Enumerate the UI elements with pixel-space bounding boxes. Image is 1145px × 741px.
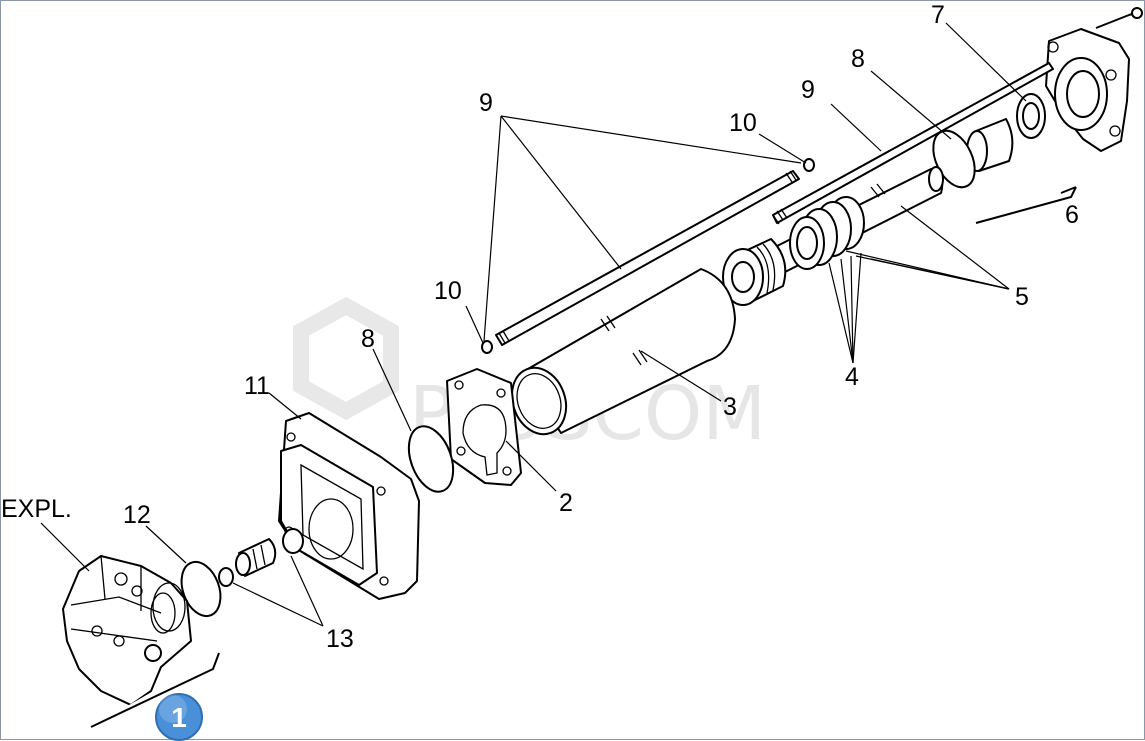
o-ring-part-8-left bbox=[407, 425, 455, 493]
tie-rod-part-9-top bbox=[495, 170, 800, 346]
plate-part-2 bbox=[446, 368, 522, 486]
bracket-expl bbox=[90, 652, 220, 728]
callout-3: 3 bbox=[723, 393, 737, 421]
bushing bbox=[966, 118, 1014, 172]
callout-13: 13 bbox=[326, 625, 354, 653]
cylinder-tube-part-3 bbox=[510, 268, 736, 436]
callout-2: 2 bbox=[559, 489, 573, 517]
bearing-ring-part-7 bbox=[1016, 93, 1046, 139]
callout-11: 11 bbox=[244, 372, 270, 400]
callout-10-top: 10 bbox=[729, 109, 757, 137]
nut-part-10-left bbox=[481, 340, 493, 354]
leader-lines bbox=[40, 22, 1027, 627]
callout-expl: EXPL. bbox=[1, 495, 72, 523]
callout-9-right: 9 bbox=[801, 76, 815, 104]
bracket-part-6 bbox=[975, 186, 1077, 224]
callout-8-left: 8 bbox=[361, 325, 375, 353]
nut-part-10-top bbox=[803, 158, 815, 172]
step-badge[interactable]: 1 bbox=[155, 693, 203, 741]
end-cap-part-11 bbox=[278, 412, 420, 600]
callout-7: 7 bbox=[931, 1, 945, 29]
callout-9-top: 9 bbox=[479, 89, 493, 117]
o-ring-part-13 bbox=[218, 567, 234, 587]
callout-4: 4 bbox=[845, 363, 859, 391]
valve-assembly-expl bbox=[62, 555, 192, 706]
end-flange-part-6 bbox=[1045, 7, 1143, 152]
callout-labels: 9 10 9 8 7 6 5 4 3 2 10 8 11 12 13 EXPL. bbox=[1, 1, 1079, 653]
callout-6: 6 bbox=[1065, 201, 1079, 229]
tie-rod-part-9-right bbox=[772, 62, 1054, 225]
callout-12: 12 bbox=[123, 501, 151, 529]
step-badge-number: 1 bbox=[171, 702, 187, 733]
piston-seals-part-4 bbox=[789, 196, 865, 270]
piston-head bbox=[722, 238, 787, 306]
callout-5: 5 bbox=[1015, 283, 1029, 311]
o-ring-part-12 bbox=[180, 560, 222, 618]
callout-8-top: 8 bbox=[851, 45, 865, 73]
fitting-part-13 bbox=[218, 538, 277, 587]
callout-10-left: 10 bbox=[434, 277, 462, 305]
